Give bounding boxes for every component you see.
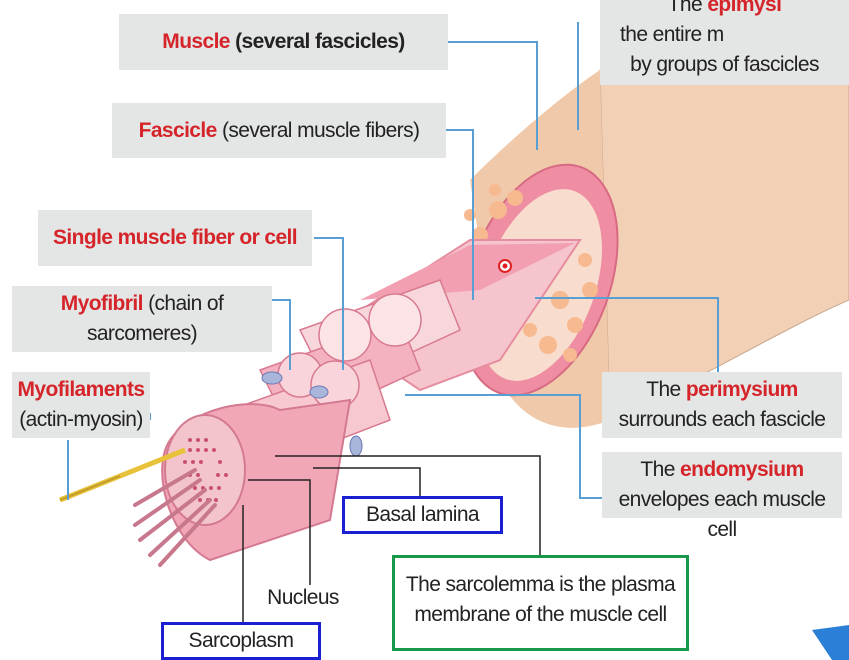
- leader-lines: [67, 22, 719, 500]
- label-perimysium: The perimysium surrounds each fascicle: [602, 372, 842, 438]
- label-basal-lamina: Basal lamina: [342, 496, 503, 534]
- myofibril-desc: (chain of: [148, 292, 224, 315]
- label-fascicle: Fascicle (several muscle fibers): [112, 103, 446, 158]
- perimysium-line2: surrounds each fascicle: [618, 408, 826, 431]
- black-leaders: [242, 455, 541, 624]
- label-epimysium: The epimysi the entire m by groups of fa…: [600, 0, 849, 85]
- myofibril-dots: [183, 438, 228, 502]
- label-fiber: Single muscle fiber or cell: [38, 210, 312, 266]
- myofibril-line2: sarcomeres): [86, 322, 198, 345]
- nucleus-text: Nucleus: [267, 586, 339, 609]
- label-muscle: Muscle (several fascicles): [119, 14, 448, 70]
- epimysium-line2: the entire m: [620, 23, 724, 46]
- epimysium-sheath: [599, 39, 849, 421]
- endomysium-line2: envelopes each muscle cell: [618, 488, 826, 541]
- myofilaments-term: Myofilaments: [17, 378, 146, 401]
- label-endomysium: The endomysium envelopes each muscle cel…: [602, 452, 842, 541]
- epimysium-term: epimysi: [707, 0, 782, 16]
- endomysium-term: endomysium: [680, 458, 804, 481]
- fascicle-term: Fascicle: [138, 119, 218, 142]
- corner-arrow-icon: [812, 625, 849, 660]
- fiber-cross-section: [164, 414, 246, 526]
- sarcolemma-prefix: The: [405, 573, 441, 596]
- muscle-desc: (several fascicles): [235, 30, 405, 53]
- epimysium-prefix: The: [667, 0, 703, 16]
- myofibrils: [133, 468, 217, 567]
- muscle-term: Muscle: [162, 30, 230, 53]
- perimysium-term: perimysium: [685, 378, 798, 401]
- sarcolemma-rest: is the plasma: [559, 573, 676, 596]
- perimysium-layer: [360, 243, 575, 300]
- epimysium-line3: by groups of fascicles: [630, 53, 819, 76]
- label-nucleus: Nucleus: [258, 584, 348, 612]
- fiber-term: Single muscle fiber or cell: [52, 226, 298, 249]
- basal-lamina-text: Basal lamina: [365, 503, 480, 526]
- perimysium-prefix: The: [646, 378, 681, 401]
- label-myofibril: Myofibril (chain of sarcomeres): [12, 286, 272, 352]
- fascicle-desc: (several muscle fibers): [221, 119, 420, 142]
- myofilaments-line2: (actin-myosin): [19, 408, 143, 431]
- endomysium-prefix: The: [640, 458, 675, 481]
- sarcolemma-term: sarcolemma: [445, 573, 555, 596]
- myofibril-term: Myofibril: [60, 292, 144, 315]
- label-sarcoplasm: Sarcoplasm: [161, 622, 321, 660]
- label-myofilaments: Myofilaments (actin-myosin): [12, 372, 150, 438]
- sarcoplasm-text: Sarcoplasm: [188, 629, 294, 652]
- sarcolemma-line2: membrane of the muscle cell: [414, 603, 667, 626]
- label-sarcolemma: The sarcolemma is the plasma membrane of…: [392, 555, 689, 651]
